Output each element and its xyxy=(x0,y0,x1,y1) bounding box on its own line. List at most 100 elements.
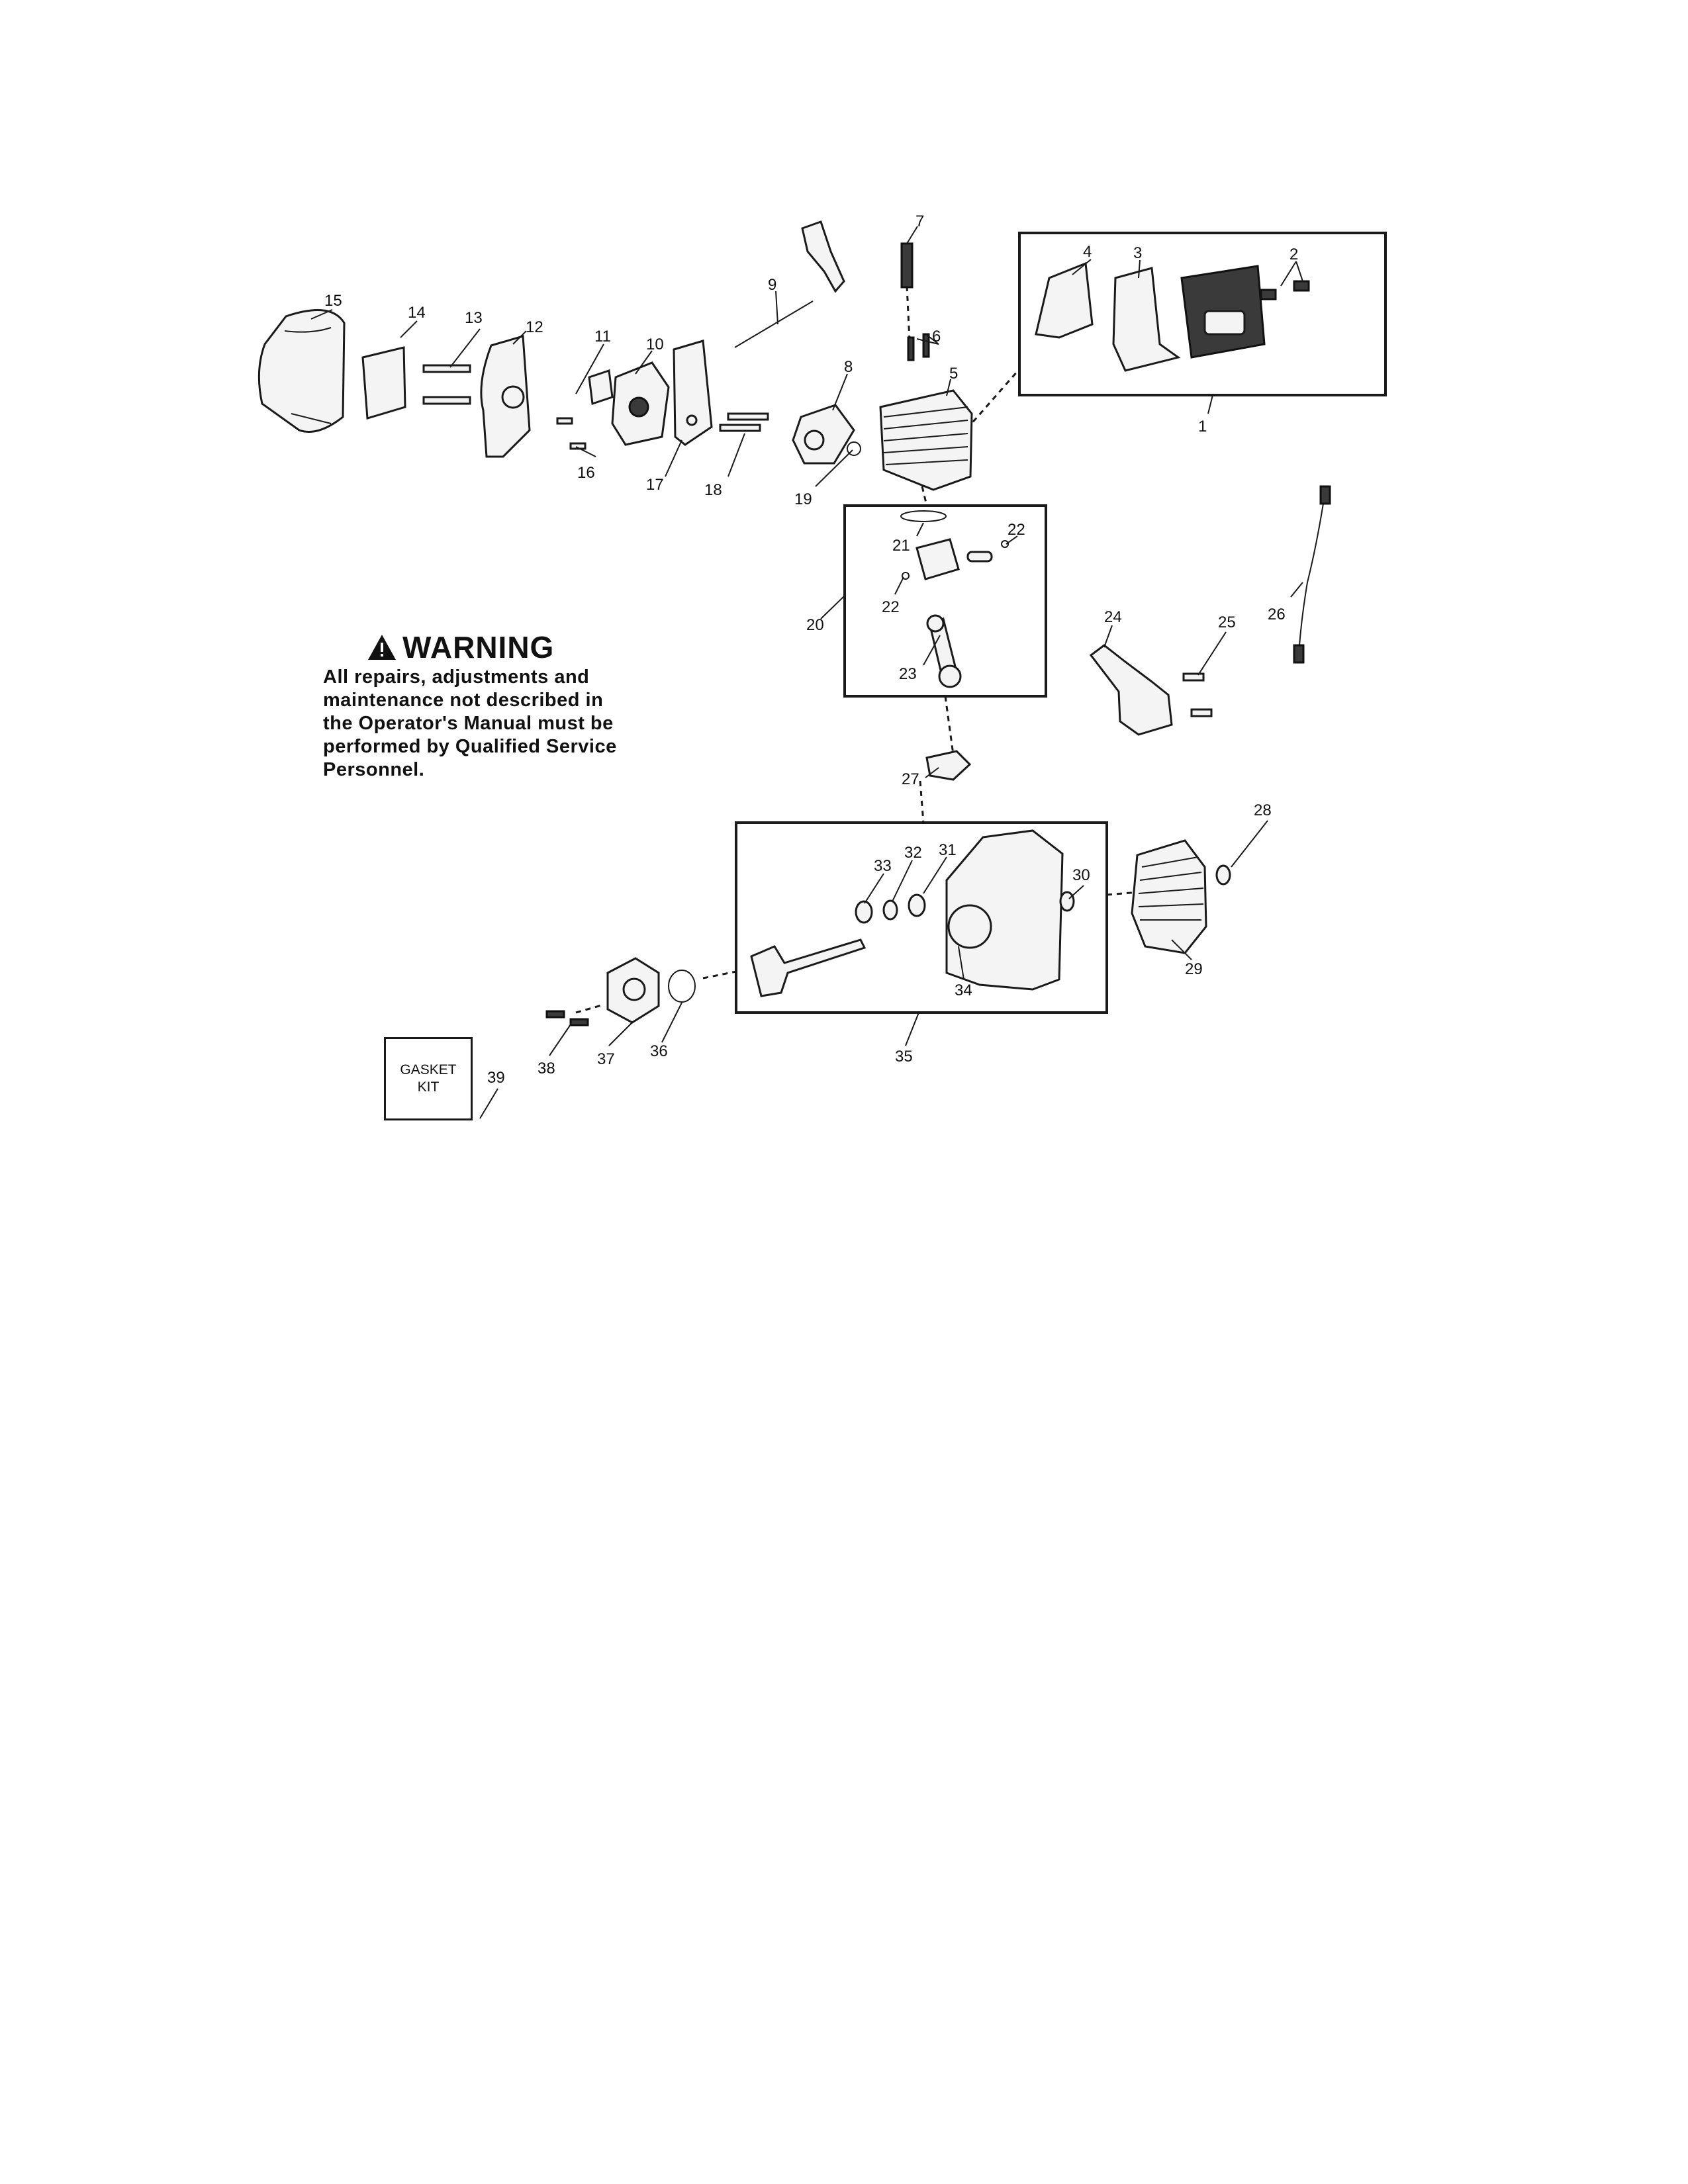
gasket-kit-line-1: GASKET xyxy=(400,1062,457,1077)
gasket-to-crankcase-dash-line xyxy=(919,780,925,823)
connecting-rod-small-end-part xyxy=(926,614,945,633)
intake-screw-lower-part xyxy=(719,424,761,432)
spark-plug-part xyxy=(900,242,914,289)
muffler-screw-left-part xyxy=(1260,289,1277,300)
air-box-port-part xyxy=(501,385,525,409)
callout-17: 17 xyxy=(646,476,664,494)
flywheel-washer-part xyxy=(1215,864,1231,886)
leader-lines xyxy=(310,226,1303,1119)
callout-20: 20 xyxy=(806,616,824,634)
callout-29: 29 xyxy=(1185,960,1203,978)
callout-7: 7 xyxy=(915,212,924,230)
callout-6: 6 xyxy=(932,328,941,345)
cylinder-fins-detail xyxy=(883,406,968,465)
crankcase-seal-right-part xyxy=(1059,891,1075,912)
muffler-outlet-part xyxy=(1203,310,1246,336)
callout-23: 23 xyxy=(899,665,917,683)
callout-27: 27 xyxy=(902,770,919,788)
cylinder-screw-right-part xyxy=(922,333,930,358)
wrist-pin-part xyxy=(966,551,993,563)
cylinder-to-piston-dash-line xyxy=(921,486,928,506)
callout-11: 11 xyxy=(594,328,611,345)
crankshaft-washer-part xyxy=(882,899,898,921)
cover-screw-lower-part xyxy=(569,1018,589,1026)
muffler-screw-right-part xyxy=(1293,280,1310,292)
filter-screw-lower-part xyxy=(422,396,471,405)
callout-30: 30 xyxy=(1072,866,1090,884)
callout-5: 5 xyxy=(949,365,958,383)
callout-14: 14 xyxy=(408,304,426,322)
air-filter-cover-detail-line xyxy=(284,327,332,424)
crankshaft-part xyxy=(750,938,867,997)
insulator-hole-part xyxy=(686,414,698,426)
spark-plug-wire-part xyxy=(1298,490,1326,656)
ignition-screw-lower-part xyxy=(1190,708,1213,717)
callout-12: 12 xyxy=(526,318,543,336)
cover-screw-upper-part xyxy=(545,1010,565,1019)
filter-screw-upper-part xyxy=(422,364,471,373)
callout-35: 35 xyxy=(895,1048,913,1066)
crankshaft-seal-part xyxy=(855,900,873,924)
flywheel-part xyxy=(1131,839,1207,954)
heat-shield-part xyxy=(1035,261,1094,339)
muffler-gasket-part xyxy=(1112,267,1181,372)
callout-15: 15 xyxy=(324,292,342,310)
carburetor-fuel-bulb-part xyxy=(628,396,649,418)
warning-line-5: Personnel. xyxy=(323,759,425,780)
retainer-clip-left-part xyxy=(902,572,910,580)
callout-22a: 22 xyxy=(1008,521,1025,539)
carb-screw-upper-part xyxy=(556,417,573,425)
callout-13: 13 xyxy=(465,309,483,327)
wire-boot-bottom-part xyxy=(1293,644,1305,664)
wire-boot-top-part xyxy=(1319,485,1331,505)
crankcase-gasket-part xyxy=(925,750,972,781)
clip-part xyxy=(847,441,861,456)
cylinder-screw-left-part xyxy=(907,336,915,361)
gasket-kit-box: GASKET KIT xyxy=(384,1037,473,1120)
callout-24: 24 xyxy=(1104,608,1122,626)
screws-to-cover-dash-line xyxy=(575,1003,604,1014)
warning-triangle-icon xyxy=(368,635,396,660)
intake-port-part xyxy=(804,430,825,451)
intake-manifold-part xyxy=(792,404,855,465)
flywheel-fins-detail xyxy=(1138,856,1204,921)
piston-ring-part xyxy=(900,510,947,522)
warning-title: WARNING xyxy=(402,630,555,664)
throttle-rod-part xyxy=(734,300,814,348)
callout-36: 36 xyxy=(650,1042,668,1060)
callout-34: 34 xyxy=(955,981,972,999)
warning-line-2: maintenance not described in xyxy=(323,690,604,711)
muffler-assembly-box xyxy=(1018,232,1387,396)
callout-21: 21 xyxy=(892,537,910,555)
insulator-plate-part xyxy=(673,340,713,446)
warning-line-4: performed by Qualified Service xyxy=(323,736,617,757)
callout-38: 38 xyxy=(538,1060,555,1077)
callout-16: 16 xyxy=(577,464,595,482)
callout-33: 33 xyxy=(874,857,892,875)
carburetor-gasket-part xyxy=(588,369,614,406)
callout-2: 2 xyxy=(1289,246,1298,263)
callout-26: 26 xyxy=(1268,606,1286,623)
intake-screw-upper-part xyxy=(727,412,769,421)
ignition-module-part xyxy=(1089,644,1173,736)
cover-o-ring-part xyxy=(668,970,696,1003)
piston-part xyxy=(915,538,960,580)
connecting-rod-big-end-part xyxy=(938,664,962,688)
callout-9: 9 xyxy=(768,276,776,294)
crankcase-bore-part xyxy=(947,904,992,949)
carb-screw-lower-part xyxy=(569,442,586,450)
callout-3: 3 xyxy=(1133,244,1142,262)
callout-31: 31 xyxy=(939,841,957,859)
air-filter-part xyxy=(361,346,406,420)
spark-plug-dash-line xyxy=(906,285,912,355)
callout-39: 39 xyxy=(487,1069,505,1087)
callout-28: 28 xyxy=(1254,801,1272,819)
crankcase-to-cover-dash-line xyxy=(702,970,737,979)
callout-10: 10 xyxy=(646,336,664,353)
piston-to-gasket-dash-line xyxy=(944,696,955,755)
retainer-clip-right-part xyxy=(1001,540,1009,548)
throttle-bracket-part xyxy=(801,220,845,293)
crankcase-assembly-box xyxy=(735,821,1108,1014)
crankshaft-bearing-part xyxy=(908,893,926,917)
